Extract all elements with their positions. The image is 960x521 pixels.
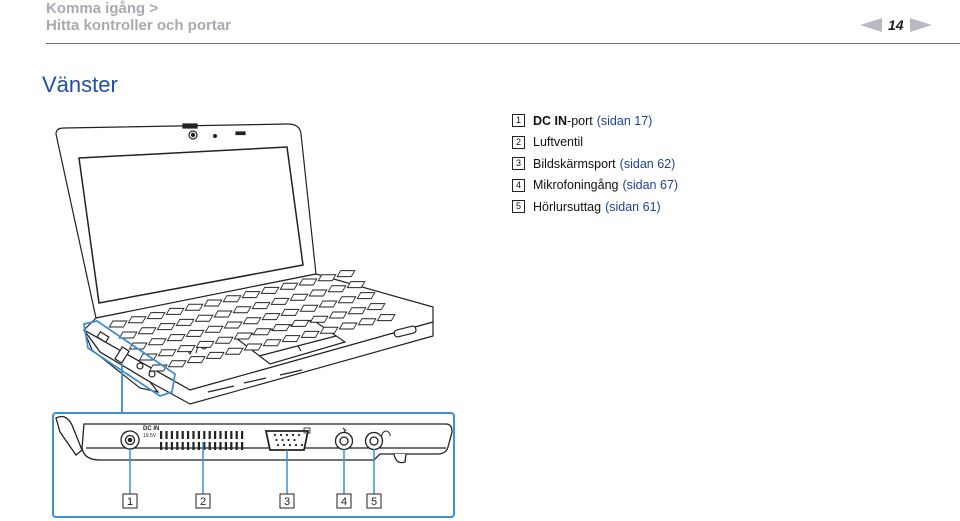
legend-item-monitor: 3 Bildskärmsport (sidan 62): [512, 153, 678, 175]
callout-label: 4: [341, 496, 347, 508]
keyboard: [108, 270, 396, 372]
header-divider: [46, 43, 960, 44]
page-reference-link[interactable]: (sidan 61): [605, 199, 661, 214]
port-legend: 1 DC IN -port (sidan 17) 2 Luftventil 3 …: [512, 110, 678, 218]
voltage-label: 19.5V: [143, 433, 157, 439]
side-view-drawing: [55, 415, 453, 464]
section-title: Vänster: [42, 72, 118, 97]
page-reference-link[interactable]: (sidan 67): [622, 178, 679, 193]
legend-item-headphone: 5 Hörlursuttag (sidan 61): [512, 196, 678, 218]
breadcrumb[interactable]: Komma igång > Hitta kontroller och porta…: [46, 0, 231, 34]
legend-label: Bildskärmsport: [533, 156, 616, 171]
next-page-icon[interactable]: [909, 18, 932, 32]
legend-item-vent: 2 Luftventil: [512, 132, 678, 154]
legend-label: Mikrofoningång: [533, 178, 619, 193]
callout-label: 3: [284, 496, 290, 508]
legend-item-dc-in: 1 DC IN -port (sidan 17): [512, 110, 678, 132]
callout-label: 1: [127, 496, 133, 508]
laptop-drawing: [55, 123, 434, 405]
monitor-symbol-icon: [303, 427, 311, 434]
legend-label: Hörlursuttag: [533, 199, 602, 214]
microphone-symbol-icon: [342, 427, 347, 433]
page-navigation: 14: [860, 14, 932, 36]
callout-number: 3: [512, 157, 525, 171]
legend-bold-label: DC IN: [533, 113, 568, 128]
legend-item-microphone: 4 Mikrofoningång (sidan 67): [512, 175, 678, 197]
callout-label: 5: [371, 496, 377, 508]
breadcrumb-line2[interactable]: Hitta kontroller och portar: [46, 17, 232, 34]
dc-in-port-label: DC IN: [143, 426, 159, 432]
legend-label: Luftventil: [533, 135, 584, 150]
page-reference-link[interactable]: (sidan 62): [619, 156, 676, 171]
callout-number: 1: [512, 114, 525, 128]
callout-number: 5: [512, 200, 525, 214]
legend-label: -port: [567, 113, 593, 128]
callout-number: 2: [512, 135, 525, 149]
left-side-highlight: [82, 320, 176, 397]
headphone-symbol-icon: [381, 430, 391, 436]
callout-label: 2: [200, 496, 206, 508]
page-reference-link[interactable]: (sidan 17): [596, 113, 653, 128]
callout-number: 4: [512, 178, 525, 192]
breadcrumb-line1[interactable]: Komma igång >: [46, 0, 159, 17]
page-number: 14: [888, 17, 904, 33]
previous-page-icon[interactable]: [860, 18, 882, 32]
